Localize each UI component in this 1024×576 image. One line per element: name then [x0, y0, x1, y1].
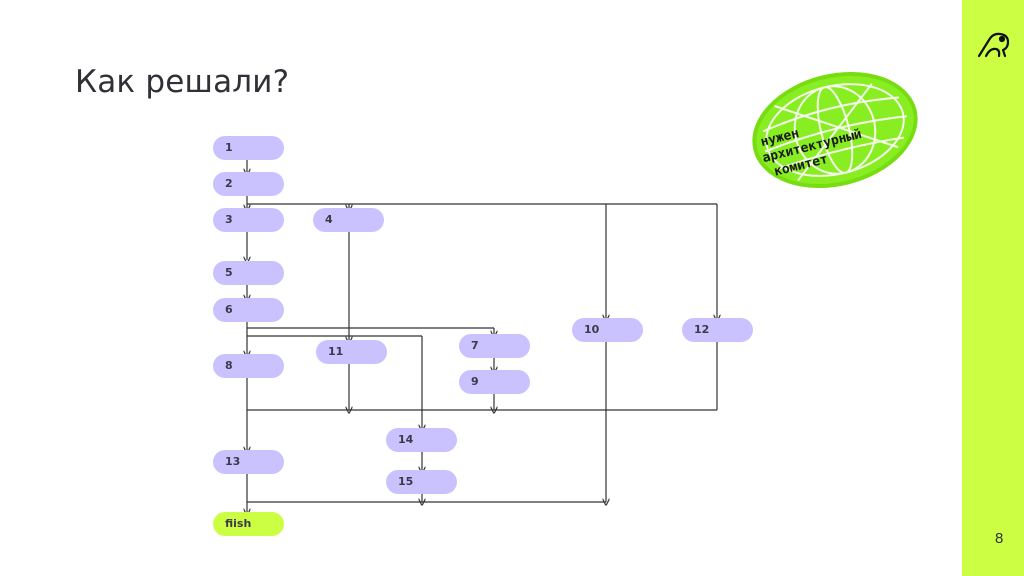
- accent-sidebar: [962, 0, 1024, 576]
- node-3: 3: [213, 208, 284, 232]
- node-15: 15: [386, 470, 457, 494]
- node-finish: fiish: [213, 512, 284, 536]
- node-13: 13: [213, 450, 284, 474]
- node-11: 11: [316, 340, 387, 364]
- slide-title: Как решали?: [75, 64, 290, 100]
- node-7: 7: [459, 334, 530, 358]
- architecture-committee-badge: нужен архитектурный комитет: [752, 71, 918, 189]
- node-1: 1: [213, 136, 284, 160]
- node-6: 6: [213, 298, 284, 322]
- node-14: 14: [386, 428, 457, 452]
- frog-logo-icon: [977, 32, 1010, 58]
- node-5: 5: [213, 261, 284, 285]
- node-2: 2: [213, 172, 284, 196]
- page-number: 8: [995, 530, 1004, 547]
- node-9: 9: [459, 370, 530, 394]
- diagram-edges: [0, 159, 962, 576]
- node-12: 12: [682, 318, 753, 342]
- node-8: 8: [213, 354, 284, 378]
- node-4: 4: [313, 208, 384, 232]
- node-10: 10: [572, 318, 643, 342]
